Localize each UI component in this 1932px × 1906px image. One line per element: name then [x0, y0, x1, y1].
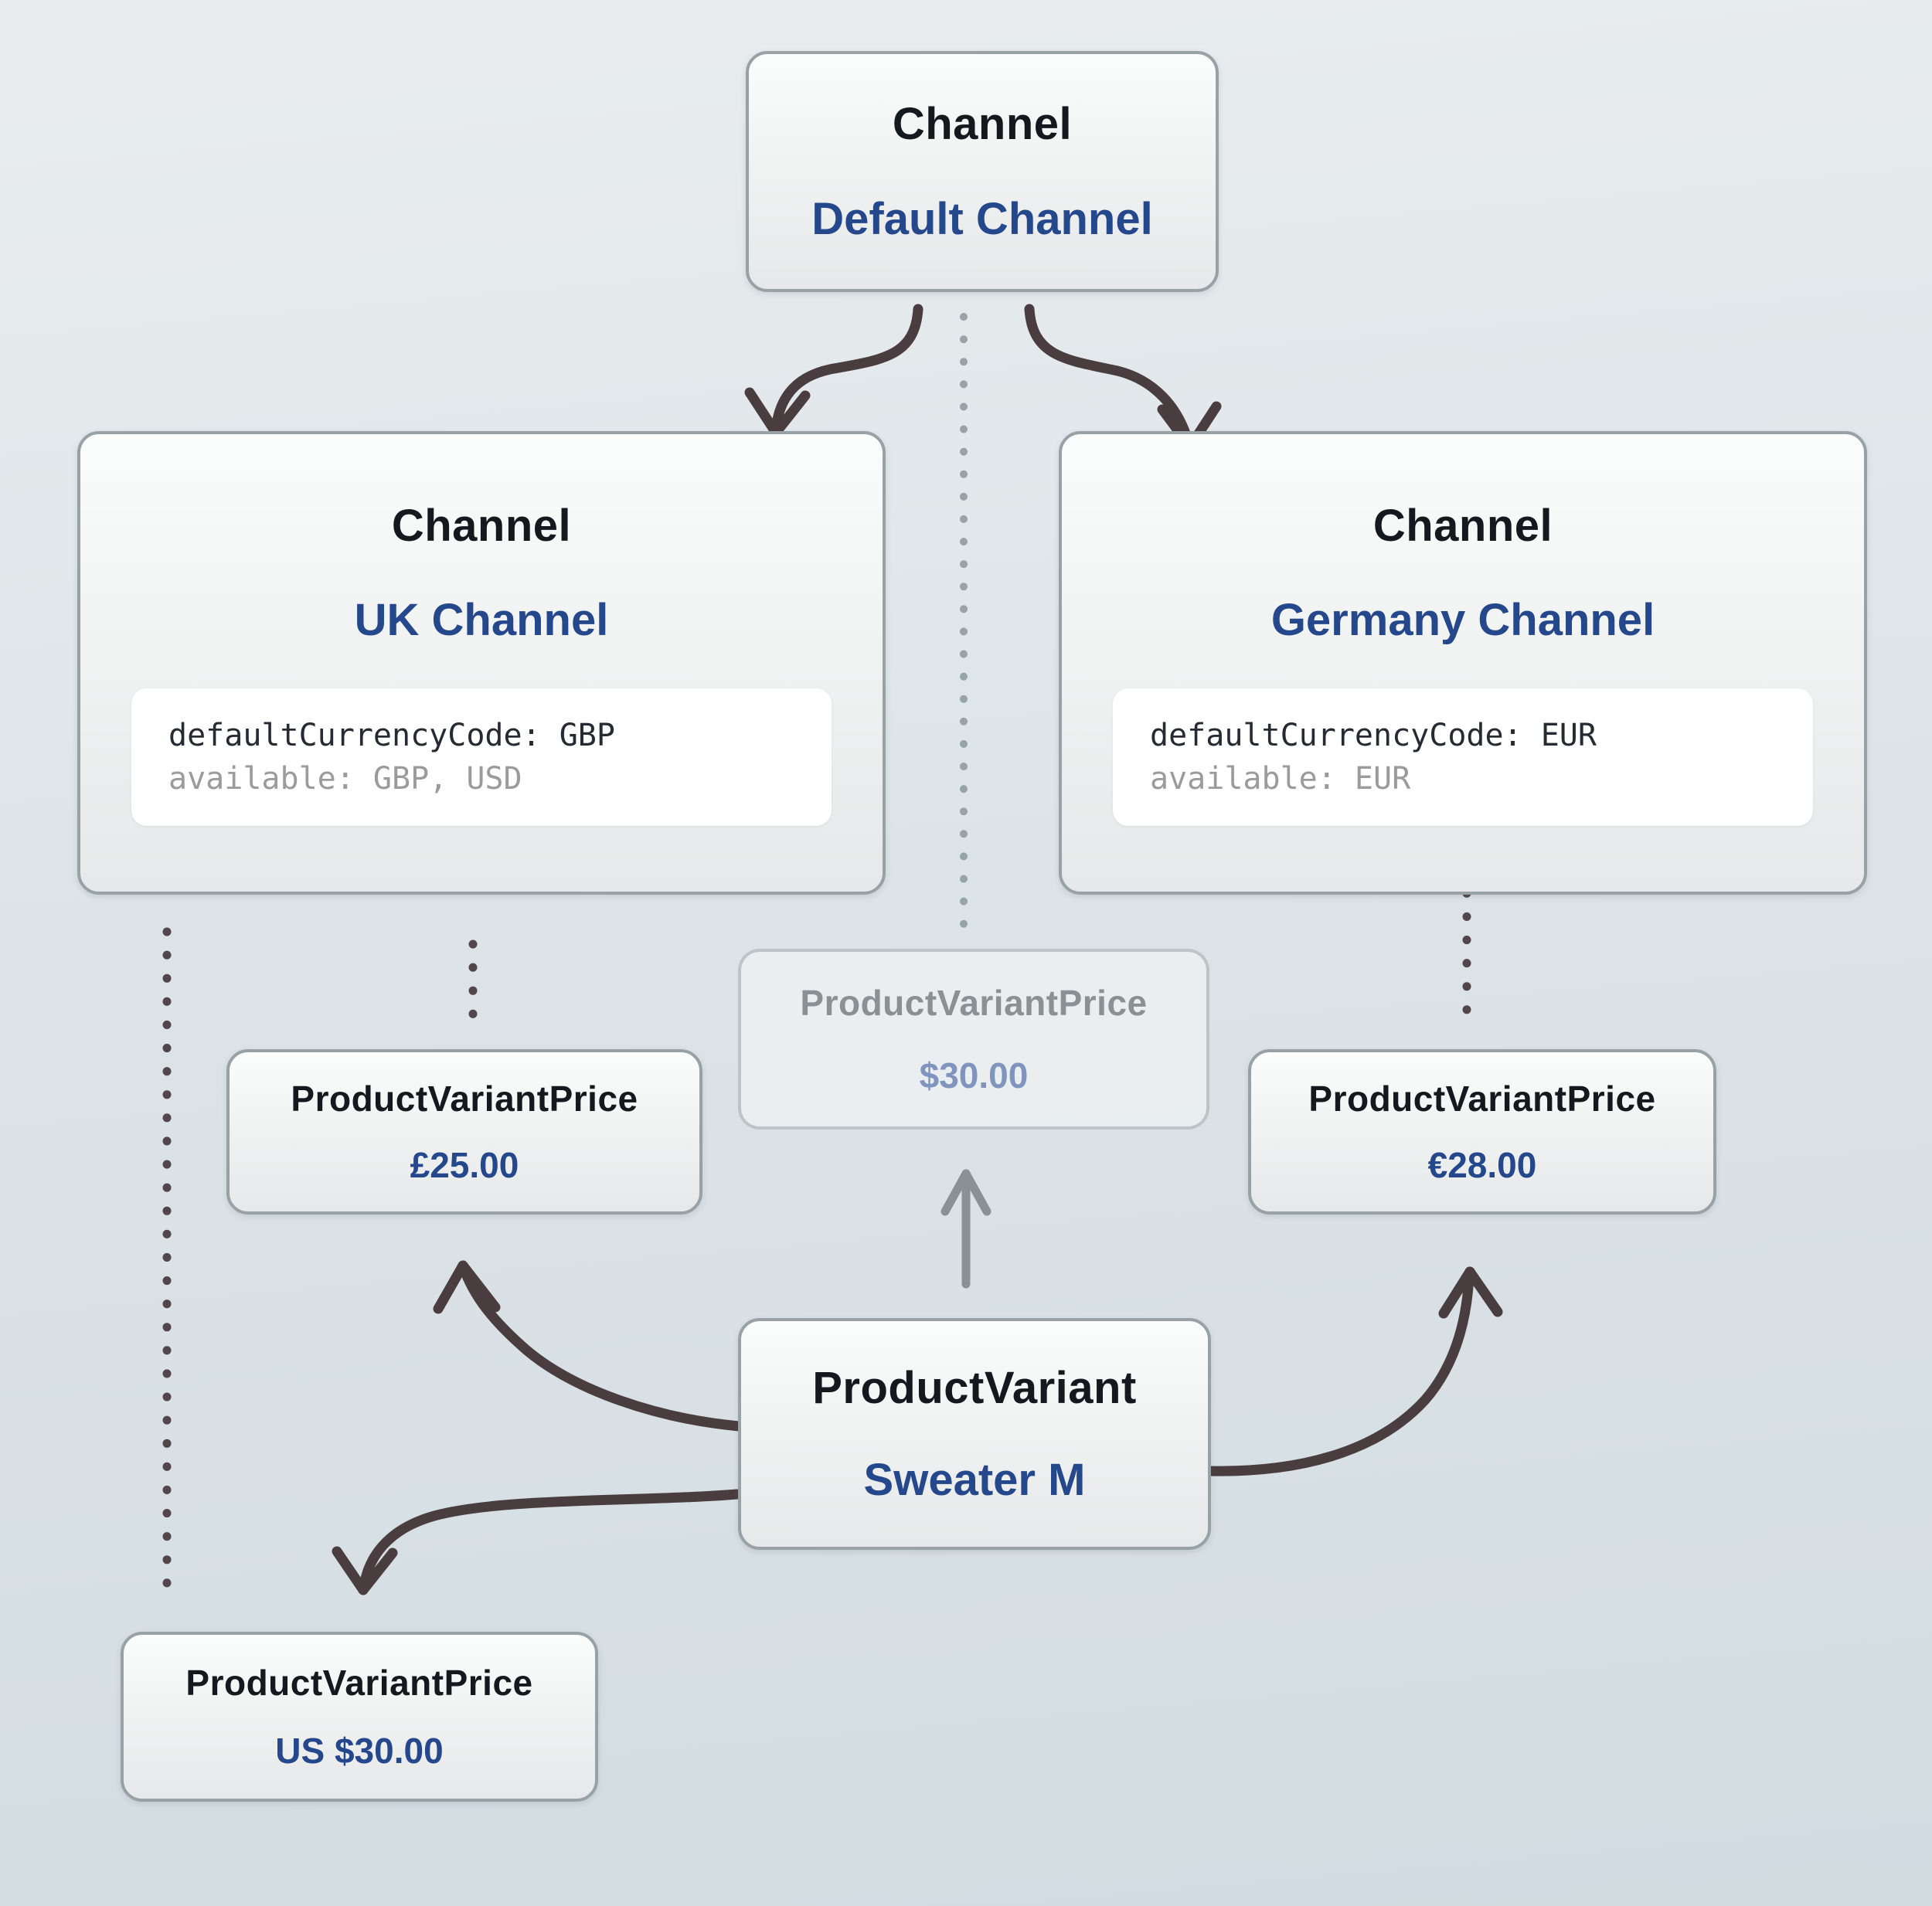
currency-code-box: defaultCurrencyCode: EUR available: EUR — [1113, 688, 1813, 826]
available-currencies-line: available: EUR — [1150, 761, 1411, 797]
node-default-channel: Channel Default Channel — [746, 51, 1219, 292]
channel-name: UK Channel — [354, 595, 609, 645]
edge-product-variant-to-uk-price-arrow — [433, 1260, 744, 1432]
node-uk-channel: Channel UK Channel defaultCurrencyCode: … — [77, 431, 886, 895]
available-currencies-line: available: GBP, USD — [168, 761, 522, 797]
node-germany-price: ProductVariantPrice €28.00 — [1248, 1049, 1716, 1215]
node-type-label: ProductVariantPrice — [185, 1662, 533, 1703]
edge-product-variant-to-usd-price-arrow — [332, 1489, 743, 1595]
node-type-label: ProductVariantPrice — [1308, 1078, 1656, 1119]
node-type-label: Channel — [892, 98, 1073, 149]
edge-product-variant-to-default-price-arrow — [940, 1169, 992, 1289]
node-type-label: ProductVariant — [812, 1362, 1137, 1413]
default-currency-line: defaultCurrencyCode: EUR — [1150, 718, 1597, 753]
node-type-label: Channel — [1372, 501, 1553, 551]
node-type-label: ProductVariantPrice — [291, 1078, 638, 1119]
edge-default-channel-to-uk-channel-arrow — [744, 304, 923, 438]
channel-name: Default Channel — [811, 194, 1153, 245]
edge-default-channel-to-germany-channel-arrow — [1024, 304, 1222, 452]
price-value: £25.00 — [410, 1145, 519, 1186]
default-currency-line: defaultCurrencyCode: GBP — [168, 718, 615, 753]
channel-name: Germany Channel — [1270, 595, 1655, 645]
variant-name: Sweater M — [863, 1455, 1086, 1506]
price-value: US $30.00 — [275, 1731, 444, 1772]
node-usd-price: ProductVariantPrice US $30.00 — [121, 1632, 598, 1802]
node-type-label: ProductVariantPrice — [800, 983, 1148, 1024]
price-value: €28.00 — [1427, 1145, 1537, 1186]
node-germany-channel: Channel Germany Channel defaultCurrencyC… — [1059, 431, 1867, 895]
price-value: $30.00 — [919, 1055, 1029, 1096]
node-type-label: Channel — [391, 501, 572, 551]
edge-product-variant-to-germany-price-arrow — [1205, 1266, 1503, 1476]
node-default-price-ghost: ProductVariantPrice $30.00 — [738, 949, 1209, 1130]
node-product-variant: ProductVariant Sweater M — [738, 1318, 1211, 1550]
currency-code-box: defaultCurrencyCode: GBP available: GBP,… — [131, 688, 832, 826]
node-uk-price: ProductVariantPrice £25.00 — [226, 1049, 702, 1215]
